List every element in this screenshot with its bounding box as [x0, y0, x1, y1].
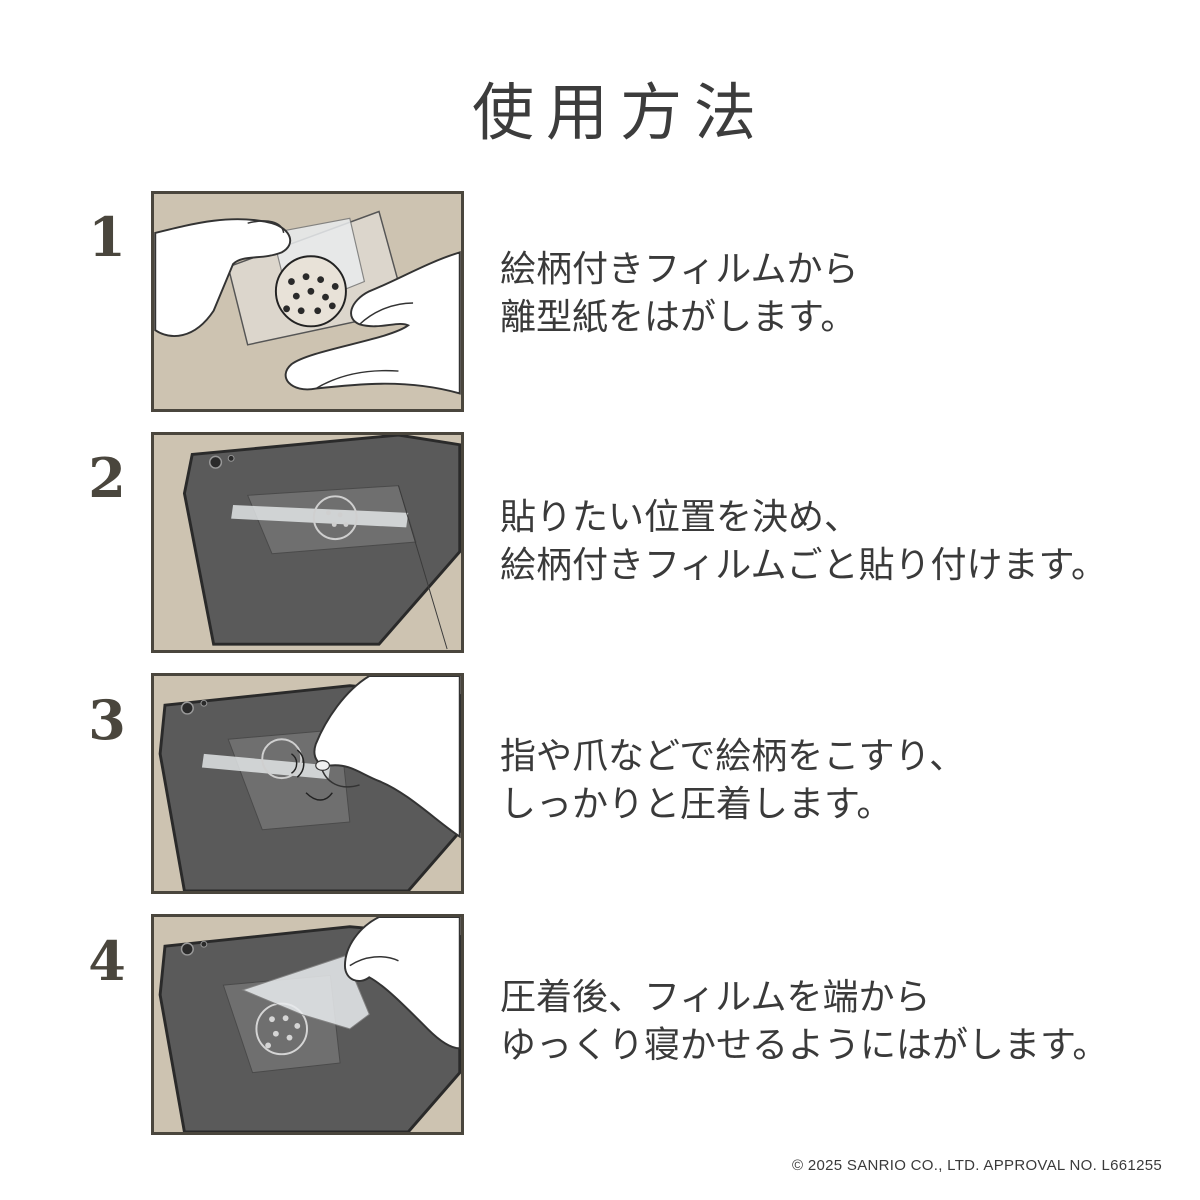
step-4-line-2: ゆっくり寝かせるようにはがします。 [500, 1022, 1180, 1070]
step-1-illustration [151, 191, 464, 412]
step-3-text: 指や爪などで絵柄をこすり、 しっかりと圧着します。 [500, 733, 1180, 829]
step-3-number: 3 [82, 688, 132, 752]
step-3-line-1: 指や爪などで絵柄をこすり、 [500, 733, 1180, 781]
step-2-line-2: 絵柄付きフィルムごと貼り付けます。 [500, 542, 1180, 590]
step-1-text: 絵柄付きフィルムから 離型紙をはがします。 [500, 246, 1180, 342]
step-3-line-2: しっかりと圧着します。 [500, 781, 1180, 829]
page-title: 使用方法 [0, 62, 1200, 152]
step-4-text: 圧着後、フィルムを端から ゆっくり寝かせるようにはがします。 [500, 974, 1180, 1070]
hands-peeling-icon [154, 194, 461, 409]
peeling-film-icon [154, 917, 461, 1132]
finger-rubbing-icon [154, 676, 461, 891]
step-1-line-2: 離型紙をはがします。 [500, 294, 1180, 342]
step-2-text: 貼りたい位置を決め、 絵柄付きフィルムごと貼り付けます。 [500, 494, 1180, 590]
step-4-line-1: 圧着後、フィルムを端から [500, 974, 1180, 1022]
step-2-line-1: 貼りたい位置を決め、 [500, 494, 1180, 542]
step-2-number: 2 [82, 446, 132, 510]
copyright-notice: © 2025 SANRIO CO., LTD. APPROVAL NO. L66… [792, 1157, 1162, 1174]
phone-with-film-icon [154, 435, 461, 650]
step-3-illustration [151, 673, 464, 894]
step-1-line-1: 絵柄付きフィルムから [500, 246, 1180, 294]
step-1-number: 1 [82, 205, 132, 269]
step-4-number: 4 [82, 929, 132, 993]
step-2-illustration [151, 432, 464, 653]
step-4-illustration [151, 914, 464, 1135]
